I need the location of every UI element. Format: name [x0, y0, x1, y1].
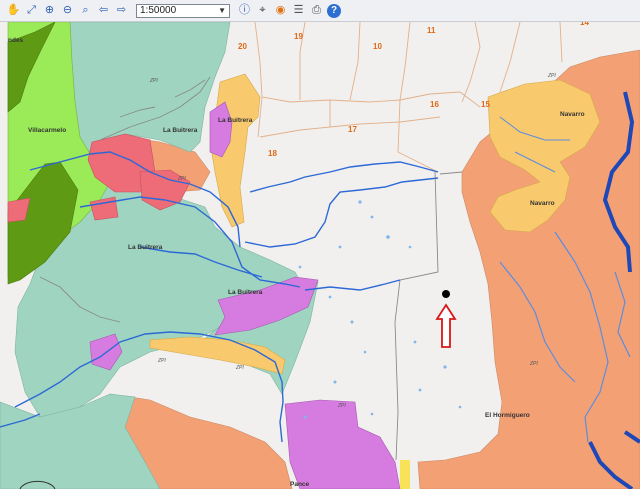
help-icon[interactable]: ? — [327, 3, 341, 18]
identify-icon[interactable]: ⓘ — [239, 4, 250, 16]
parcel-number-labels: 20 19 10 11 14 16 15 17 18 — [238, 22, 589, 158]
map-toolbar: ✋ ⤢ ⊕ ⊖ ⌕ ⇦ ⇨ 1:50000 ▼ ⓘ ⌖ ◉ ☰ ⎙ ? — [0, 0, 640, 22]
zone-yellow-band — [149, 336, 286, 375]
zone-pink-south — [284, 399, 401, 489]
water-spots — [298, 200, 462, 419]
zone-code-4: ZPI — [235, 365, 244, 371]
parcel-number-20: 20 — [238, 42, 247, 51]
parcel-boundaries — [254, 22, 563, 173]
parcel-number-15: 15 — [481, 100, 490, 109]
zone-dark-green-north — [7, 22, 56, 113]
parcel-number-10: 10 — [373, 42, 382, 51]
zone-teal-south — [0, 393, 161, 489]
parcel-number-16: 16 — [430, 100, 439, 109]
zone-code-2: ZPI — [177, 176, 186, 182]
place-left-edge: ndes — [8, 37, 24, 44]
zone-pink-west — [209, 101, 233, 158]
zone-code-labels: ZPI ZPI ZPI ZPI ZPI ZPI ZPI — [149, 73, 556, 409]
location-arrow-icon — [435, 303, 457, 348]
zone-salmon-3 — [89, 196, 119, 221]
parcel-number-14: 14 — [580, 22, 589, 27]
compass-fragment-icon — [19, 480, 56, 489]
zone-salmon-1 — [87, 133, 156, 193]
zone-salmon-4 — [7, 197, 31, 223]
place-name-labels: ndes Villacarmelo La Buitrera La Buitrer… — [8, 37, 585, 488]
print-icon[interactable]: ⎙ — [312, 4, 321, 16]
zone-dark-green-west — [7, 161, 79, 285]
place-el-hormiguero: El Hormiguero — [485, 412, 530, 419]
river-bold-east — [588, 91, 640, 489]
zone-yellow-east — [487, 79, 601, 233]
place-la-buitrera-3: La Buitrera — [128, 244, 163, 251]
zoom-out-icon[interactable]: ⊖ — [62, 4, 73, 16]
east-lagoons — [499, 116, 570, 173]
parcel-number-11: 11 — [427, 26, 436, 35]
binoculars-icon[interactable]: ⌖ — [259, 4, 266, 16]
place-pance: Pance — [290, 481, 310, 488]
place-la-buitrera-2: La Buitrera — [218, 117, 253, 124]
river-east-meanders — [499, 231, 631, 443]
zone-salmon-2 — [139, 169, 191, 211]
chevron-down-icon: ▼ — [218, 6, 226, 15]
scale-select[interactable]: 1:50000 ▼ — [136, 3, 230, 18]
zone-code-6: ZPI — [547, 73, 556, 79]
district-boundaries — [39, 76, 463, 461]
zoom-in-icon[interactable]: ⊕ — [44, 4, 55, 16]
place-villacarmelo: Villacarmelo — [28, 127, 66, 134]
scale-value: 1:50000 — [140, 5, 177, 16]
parcel-number-18: 18 — [268, 149, 277, 158]
zone-yellow-strip — [400, 460, 410, 489]
zone-code-5: ZPI — [529, 361, 538, 367]
zoom-box-icon[interactable]: ⌕ — [82, 4, 89, 16]
place-navarro-1: Navarro — [560, 111, 585, 118]
previous-extent-icon[interactable]: ⇦ — [98, 4, 109, 16]
location-marker-dot — [442, 290, 450, 298]
zone-code-1: ZPI — [149, 78, 158, 84]
place-la-buitrera-1: La Buitrera — [163, 127, 198, 134]
parcel-number-19: 19 — [294, 32, 303, 41]
next-extent-icon[interactable]: ⇨ — [116, 4, 127, 16]
place-navarro-2: Navarro — [530, 200, 555, 207]
zone-code-7: ZPI — [337, 403, 346, 409]
place-la-buitrera-4: La Buitrera — [228, 289, 263, 296]
layers-icon[interactable]: ☰ — [293, 4, 304, 16]
zone-code-3: ZPI — [157, 358, 166, 364]
measure-icon[interactable]: ◉ — [275, 4, 286, 16]
map-canvas[interactable]: 20 19 10 11 14 16 15 17 18 ndes Villacar… — [0, 22, 640, 489]
parcel-number-17: 17 — [348, 125, 357, 134]
rivers — [0, 151, 439, 443]
zoom-extent-icon[interactable]: ⤢ — [27, 4, 36, 16]
pan-hand-icon[interactable]: ✋ — [6, 4, 21, 16]
